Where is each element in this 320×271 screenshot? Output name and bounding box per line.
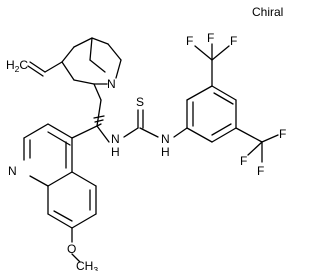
fluorine-top-left: F bbox=[186, 34, 193, 48]
quinuclidine-nitrogen: N bbox=[107, 77, 116, 91]
thiourea-nh-left-h: H bbox=[111, 145, 120, 159]
thiourea-sulfur: S bbox=[136, 95, 144, 109]
fluorine-right-top: F bbox=[279, 127, 286, 141]
methoxy-oxygen: O bbox=[67, 242, 76, 256]
fluorine-right-bottom: F bbox=[257, 164, 264, 178]
thiourea-nh-right-h: H bbox=[161, 145, 170, 159]
chiral-flag: Chiral bbox=[252, 5, 283, 19]
thiourea-nh-left: N bbox=[111, 132, 120, 146]
chemical-structure: Chiral bbox=[6, 5, 286, 271]
quinoline-nitrogen: N bbox=[8, 164, 17, 178]
stereo-hash-bond bbox=[93, 115, 105, 127]
fluorine-top-center: F bbox=[207, 31, 214, 45]
vinyl-terminal-h: H2C bbox=[6, 58, 28, 74]
bond-lines bbox=[23, 37, 279, 263]
fluorine-right-left: F bbox=[240, 154, 247, 168]
thiourea-nh-right: N bbox=[161, 132, 170, 146]
methoxy-methyl: CH3 bbox=[76, 259, 98, 271]
fluorine-top-right: F bbox=[230, 34, 237, 48]
